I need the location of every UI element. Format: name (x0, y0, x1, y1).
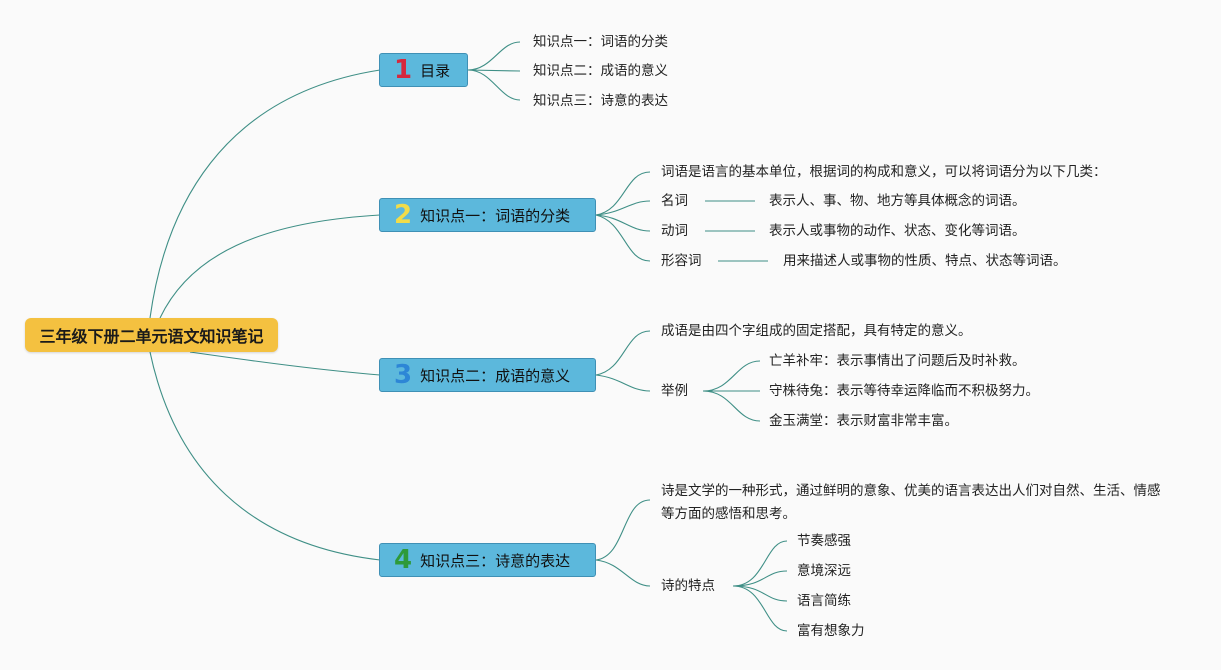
link-feat-4 (732, 585, 788, 632)
branch-word-classification[interactable]: 2 知识点一：词语的分类 (379, 198, 596, 232)
branch-contents[interactable]: 1 目录 (379, 53, 468, 87)
term-adjective[interactable]: 形容词 (661, 253, 702, 269)
idiom-example[interactable]: 亡羊补牢：表示事情出了问题后及时补救。 (769, 353, 1026, 369)
branch-title: 知识点二：成语的意义 (420, 366, 571, 385)
term-verb-desc[interactable]: 表示人或事物的动作、状态、变化等词语。 (769, 223, 1026, 239)
contents-item[interactable]: 知识点一：词语的分类 (533, 34, 668, 50)
link-b2-verb (595, 214, 651, 232)
link-root-branch4 (149, 351, 381, 561)
term-noun-desc[interactable]: 表示人、事、物、地方等具体概念的词语。 (769, 193, 1026, 209)
link-root-branch2 (159, 214, 381, 319)
link-b3-example (595, 374, 651, 392)
poetry-feature[interactable]: 节奏感强 (797, 533, 851, 549)
link-b2-noun (595, 200, 651, 216)
link-b2-intro (595, 171, 651, 216)
idiom-example[interactable]: 守株待兔：表示等待幸运降临而不积极努力。 (769, 383, 1039, 399)
poetry-feature[interactable]: 富有想象力 (797, 623, 865, 639)
link-feat-1 (732, 540, 788, 587)
link-b3-intro (595, 330, 651, 376)
link-b2-adj (595, 214, 651, 262)
example-label[interactable]: 举例 (661, 383, 688, 399)
poetry-feature[interactable]: 语言简练 (797, 593, 851, 609)
idiom-intro[interactable]: 成语是由四个字组成的固定搭配，具有特定的意义。 (661, 323, 972, 339)
link-feat-2 (732, 570, 788, 587)
number-1-icon: 1 (394, 55, 413, 85)
contents-item[interactable]: 知识点二：成语的意义 (533, 63, 668, 79)
number-4-icon: 4 (394, 545, 413, 575)
link-b1-item1 (467, 41, 521, 71)
branch-poetic-expression[interactable]: 4 知识点三：诗意的表达 (379, 543, 596, 577)
link-ex-3 (702, 390, 761, 422)
branch-title: 目录 (420, 61, 451, 80)
link-root-branch3 (189, 351, 381, 376)
term-noun[interactable]: 名词 (661, 193, 688, 209)
poetry-feature[interactable]: 意境深远 (797, 563, 851, 579)
link-b4-feature (595, 559, 651, 587)
number-3-icon: 3 (394, 360, 413, 390)
branch-idiom-meaning[interactable]: 3 知识点二：成语的意义 (379, 358, 596, 392)
link-root-branch1 (149, 69, 381, 319)
root-node[interactable]: 三年级下册二单元语文知识笔记 (25, 318, 278, 352)
link-b1-item2 (467, 69, 521, 72)
idiom-example[interactable]: 金玉满堂：表示财富非常丰富。 (769, 413, 958, 429)
number-2-icon: 2 (394, 200, 413, 230)
term-verb[interactable]: 动词 (661, 223, 688, 239)
link-ex-1 (702, 360, 761, 392)
branch-title: 知识点三：诗意的表达 (420, 551, 571, 570)
poetry-feature-label[interactable]: 诗的特点 (661, 578, 715, 594)
word-classification-intro[interactable]: 词语是语言的基本单位，根据词的构成和意义，可以将词语分为以下几类： (661, 164, 1107, 180)
poetry-intro[interactable]: 诗是文学的一种形式，通过鲜明的意象、优美的语言表达出人们对自然、生活、情感等方面… (661, 483, 1161, 522)
branch-title: 知识点一：词语的分类 (420, 206, 571, 225)
contents-item[interactable]: 知识点三：诗意的表达 (533, 93, 668, 109)
term-adjective-desc[interactable]: 用来描述人或事物的性质、特点、状态等词语。 (783, 253, 1067, 269)
link-feat-3 (732, 585, 788, 602)
link-b4-intro (595, 499, 651, 561)
link-b1-item3 (467, 69, 521, 101)
